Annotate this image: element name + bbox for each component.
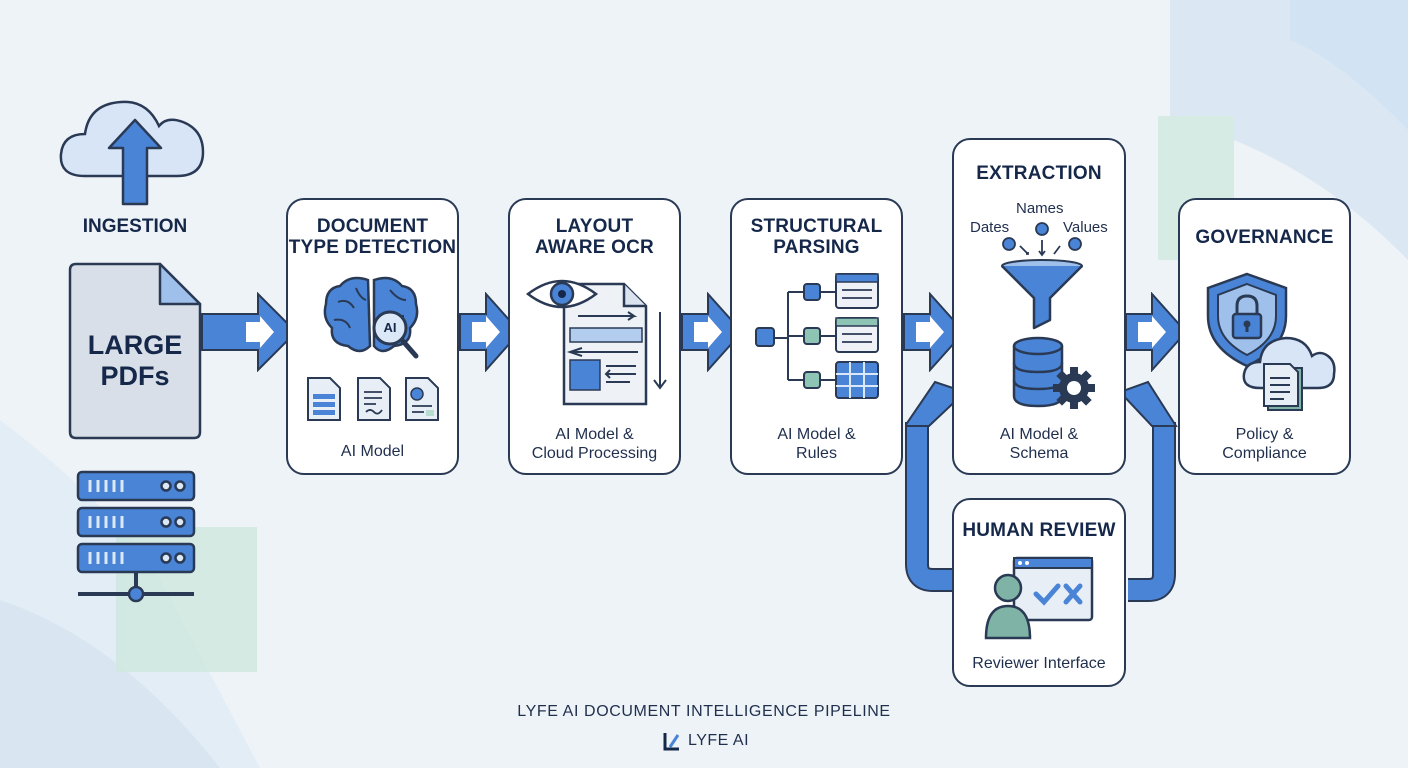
- stage-title: DOCUMENT TYPE DETECTION: [288, 216, 457, 258]
- flowchart-icon: [755, 273, 879, 399]
- large-pdfs-label: LARGE PDFs: [87, 330, 183, 391]
- stage-title: HUMAN REVIEW: [962, 520, 1116, 541]
- stage-caption: Policy & Compliance: [1222, 426, 1307, 462]
- reviewer-icon: [984, 556, 1094, 640]
- ingestion-title: INGESTION: [82, 216, 188, 237]
- stage-caption: Reviewer Interface: [972, 655, 1106, 672]
- stage-title: EXTRACTION: [976, 163, 1102, 184]
- document-icon: [405, 377, 439, 421]
- stage-title: STRUCTURAL PARSING: [750, 216, 883, 258]
- pipeline-title: LYFE AI DOCUMENT INTELLIGENCE PIPELINE: [517, 703, 891, 720]
- field-label-values: Values: [1063, 219, 1108, 236]
- database-gear-icon: [1012, 336, 1095, 409]
- field-label-names: Names: [1016, 200, 1064, 217]
- lyfe-logo-icon: [663, 733, 680, 751]
- stage-human-review: HUMAN REVIEW Reviewer Interface: [952, 498, 1126, 687]
- stage-caption: AI Model: [340, 443, 405, 460]
- cloud-document-icon: [1242, 336, 1336, 411]
- flow-arrow-icon: [903, 292, 966, 372]
- field-label-dates: Dates: [970, 219, 1010, 236]
- flow-arrow-icon: [1125, 292, 1188, 372]
- flow-arrow-icon: [681, 292, 744, 372]
- pdf-document-icon: [68, 262, 202, 440]
- stage-caption: AI Model & Schema: [999, 426, 1079, 462]
- flow-arrow-icon: [201, 292, 298, 372]
- stage-extraction: EXTRACTION Names Dates Values AI Model &…: [952, 138, 1126, 475]
- stage-title: LAYOUT AWARE OCR: [535, 216, 654, 258]
- funnel-icon: [1001, 222, 1083, 330]
- stage-caption: AI Model & Cloud Processing: [531, 426, 658, 462]
- stage-governance: GOVERNANCE Policy & Compliance: [1178, 198, 1351, 475]
- stage-title: GOVERNANCE: [1195, 227, 1334, 248]
- review-loop-arrow-icon: [1118, 380, 1178, 602]
- flow-arrow-icon: [459, 292, 522, 372]
- brain-icon: [323, 276, 419, 359]
- stage-document-type-detection: DOCUMENT TYPE DETECTION AI AI Model: [286, 198, 459, 475]
- document-icon: [357, 377, 391, 421]
- brand: LYFE AI: [662, 730, 749, 752]
- ai-badge: AI: [383, 320, 397, 335]
- stage-layout-aware-ocr: LAYOUT AWARE OCR AI Model & Cloud Proces…: [508, 198, 681, 475]
- server-icon: [76, 470, 196, 603]
- shield-lock-icon: [1206, 272, 1288, 368]
- eye-icon: [526, 279, 667, 406]
- document-icon: [307, 377, 341, 421]
- cloud-upload-icon: [59, 100, 205, 206]
- stage-structural-parsing: STRUCTURAL PARSING AI Model & Rules: [730, 198, 903, 475]
- stage-caption: AI Model & Rules: [777, 426, 856, 462]
- brand-name: LYFE AI: [688, 732, 750, 749]
